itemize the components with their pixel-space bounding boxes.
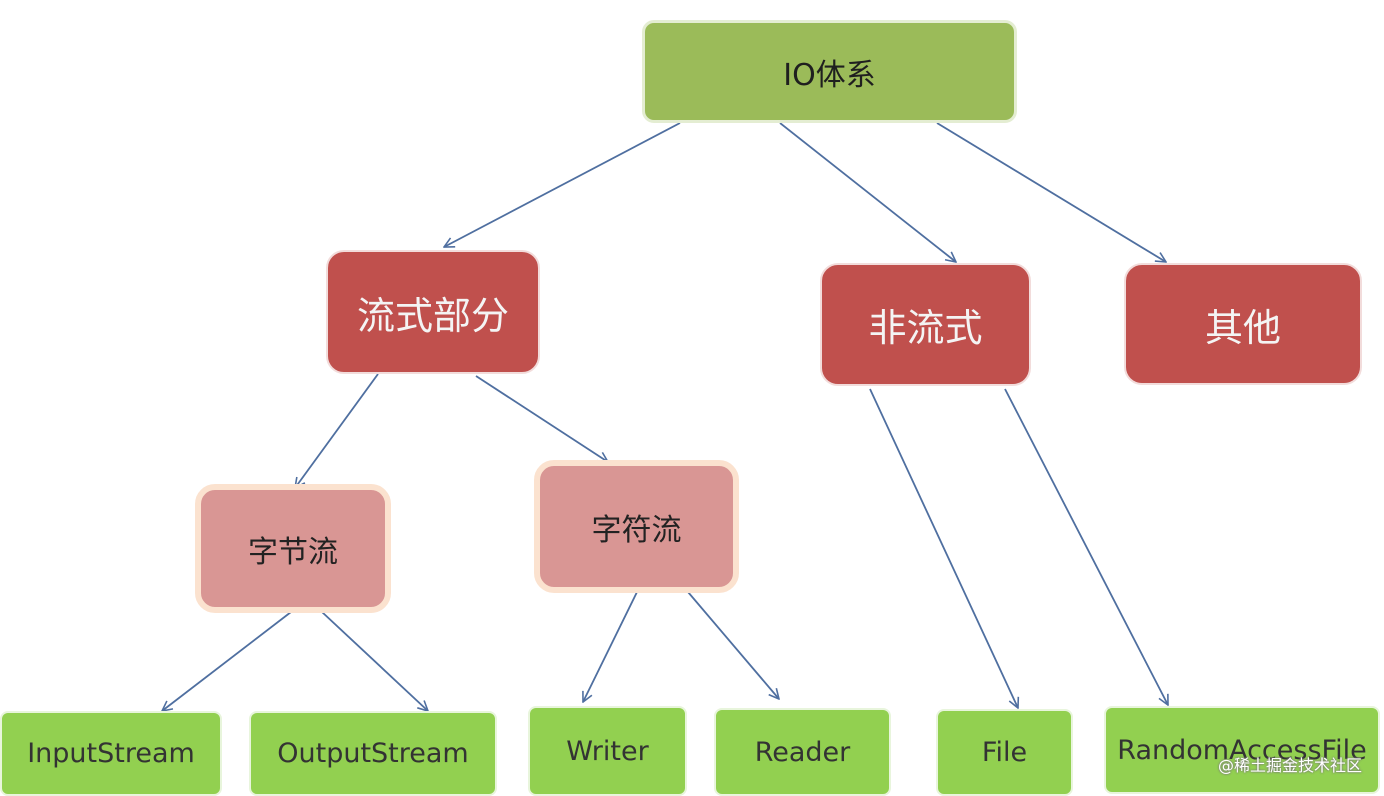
edge-byte-to-inputstream <box>162 611 292 711</box>
node-other: 其他 <box>1124 263 1362 385</box>
edge-nonstream-to-file <box>869 388 1018 708</box>
node-file: File <box>936 709 1073 796</box>
edge-stream-to-byte <box>295 373 379 488</box>
node-inputstream: InputStream <box>0 711 222 796</box>
edge-char-to-writer <box>583 591 638 702</box>
node-randomaccessfile: RandomAccessFile <box>1104 706 1380 794</box>
edge-byte-to-outputstream <box>321 611 428 711</box>
node-non-stream: 非流式 <box>820 263 1031 386</box>
edge-root-to-non-stream <box>779 122 956 262</box>
edge-char-to-reader <box>687 591 779 699</box>
node-io-system: IO体系 <box>642 20 1017 123</box>
node-writer: Writer <box>528 706 687 796</box>
edge-root-to-other <box>936 122 1166 262</box>
watermark-text: @稀土掘金技术社区 <box>1217 756 1362 775</box>
edge-root-to-stream <box>444 122 681 247</box>
node-stream-part: 流式部分 <box>326 250 540 374</box>
node-reader: Reader <box>714 708 891 796</box>
edge-stream-to-char <box>475 375 608 462</box>
edge-nonstream-to-randomaccessfile <box>1004 388 1168 705</box>
node-outputstream: OutputStream <box>249 711 497 796</box>
node-byte-stream: 字节流 <box>195 484 391 613</box>
node-char-stream: 字符流 <box>534 460 739 593</box>
